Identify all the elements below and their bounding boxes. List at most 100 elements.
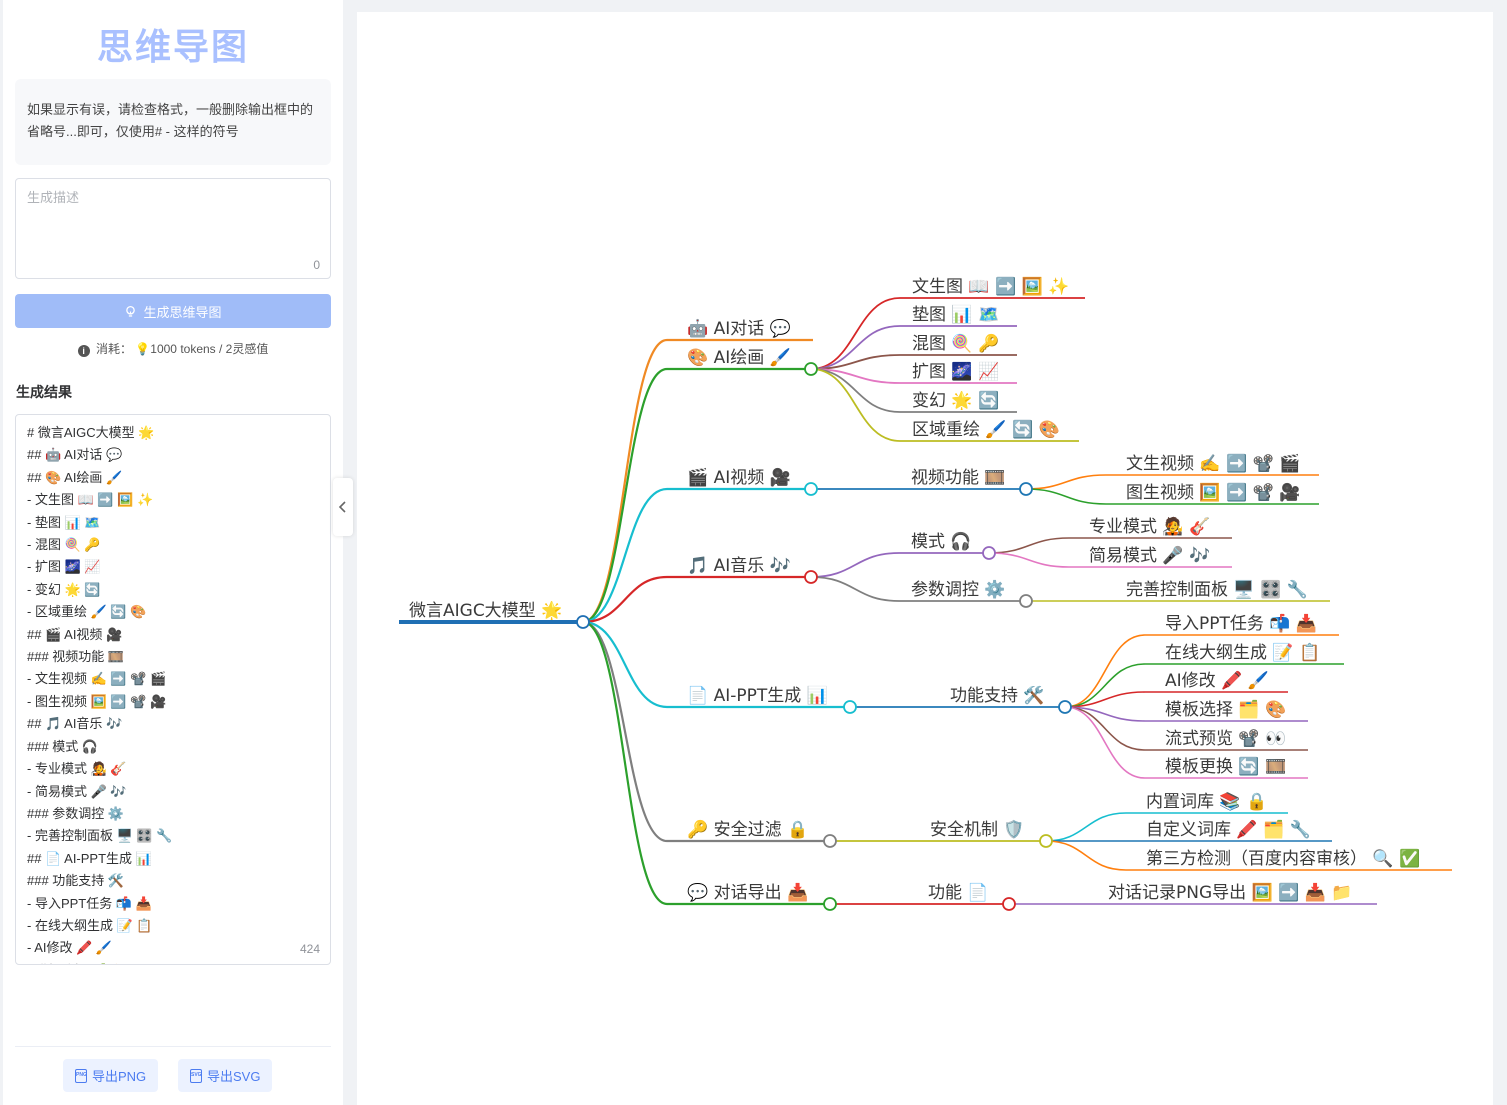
- mindmap-link: [582, 620, 668, 709]
- branch-node[interactable]: 💬 对话导出 📥: [687, 882, 808, 903]
- mindmap-link: [1064, 691, 1146, 708]
- subtopic-node[interactable]: 模式 🎧: [911, 531, 972, 552]
- result-line: - 简易模式 🎤 🎶: [27, 783, 127, 799]
- result-line: ### 功能支持 🛠️: [27, 873, 125, 889]
- branch-node[interactable]: 📄 AI-PPT生成 📊: [687, 685, 828, 706]
- expand-toggle[interactable]: [1002, 897, 1016, 911]
- branch-node[interactable]: 🔑 安全过滤 🔒: [687, 819, 808, 840]
- result-line: - 扩图 🌌 📈: [27, 559, 101, 575]
- expand-toggle[interactable]: [843, 700, 857, 714]
- leaf-node[interactable]: 完善控制面板 🖥️ 🎛️ 🔧: [1126, 579, 1308, 600]
- result-title: 生成结果: [16, 384, 72, 400]
- result-char-count: 424: [295, 942, 320, 956]
- expand-toggle[interactable]: [1039, 834, 1053, 848]
- generate-mindmap-label: 生成思维导图: [143, 304, 222, 320]
- subtopic-node[interactable]: 安全机制 🛡️: [930, 819, 1025, 840]
- leaf-node[interactable]: 简易模式 🎤 🎶: [1089, 545, 1210, 566]
- export-svg-label: 导出SVG: [207, 1069, 261, 1084]
- mindmap-link: [810, 325, 901, 370]
- png-file-icon: PNG: [75, 1068, 87, 1083]
- expand-toggle[interactable]: [1019, 482, 1033, 496]
- collapse-sidebar-button[interactable]: [333, 478, 353, 536]
- leaf-node[interactable]: 内置词库 📚 🔒: [1146, 792, 1267, 812]
- cost-info: i 消耗： 💡1000 tokens / 2灵感值: [3, 340, 343, 357]
- expand-toggle[interactable]: [804, 482, 818, 496]
- result-line: ## 🎨 AI绘画 🖌️: [27, 469, 123, 485]
- leaf-node[interactable]: 在线大纲生成 📝 📋: [1165, 642, 1320, 663]
- mindmap-link: [582, 620, 668, 906]
- leaf-node[interactable]: 第三方检测（百度内容审核） 🔍 ✅: [1146, 847, 1420, 869]
- leaf-node[interactable]: 模板更换 🔄 🎞️: [1165, 756, 1286, 777]
- branch-node[interactable]: 🤖 AI对话 💬: [687, 318, 791, 339]
- mindmap-link: [582, 487, 668, 624]
- app-title: 思维导图: [96, 27, 249, 68]
- mindmap-link: [1025, 488, 1107, 505]
- result-line: - 变幻 🌟 🔄: [27, 581, 101, 597]
- leaf-node[interactable]: AI修改 🖍️ 🖌️: [1165, 670, 1269, 691]
- root-node[interactable]: 微言AIGC大模型 🌟: [409, 600, 562, 621]
- subtopic-node[interactable]: 垫图 📊 🗺️: [912, 304, 999, 325]
- subtopic-node[interactable]: 区域重绘 🖌️ 🔄 🎨: [912, 419, 1060, 440]
- expand-toggle[interactable]: [982, 546, 996, 560]
- mindmap-link: [810, 576, 900, 602]
- leaf-node[interactable]: 流式预览 📽️ 👀: [1165, 729, 1286, 749]
- result-line: - 导入PPT任务 📬 📥: [27, 895, 152, 911]
- subtopic-node[interactable]: 扩图 🌌 📈: [912, 361, 999, 382]
- subtopic-node[interactable]: 混图 🍭 🔑: [912, 332, 999, 354]
- mindmap-link: [582, 620, 668, 843]
- subtopic-node[interactable]: 参数调控 ⚙️: [911, 579, 1006, 600]
- mindmap-link: [1064, 663, 1146, 708]
- result-line: - 区域重绘 🖌️ 🔄 🎨: [27, 604, 147, 620]
- mindmap-link: [810, 354, 901, 370]
- result-line: - 混图 🍭 🔑: [27, 537, 101, 553]
- subtopic-node[interactable]: 功能 📄: [928, 882, 989, 903]
- leaf-node[interactable]: 对话记录PNG导出 🖼️ ➡️ 📥 📁: [1108, 882, 1352, 903]
- subtopic-node[interactable]: 视频功能 🎞️: [911, 468, 1006, 488]
- mindmap-svg[interactable]: 🤖 AI对话 💬 🎨 AI绘画 🖌️ 文生图 📖 ➡️ 🖼️ ✨ 垫图 📊 🗺️ 混图 …: [357, 12, 1493, 1105]
- export-png-label: 导出PNG: [92, 1069, 147, 1084]
- generate-mindmap-button[interactable]: 生成思维导图: [15, 294, 331, 328]
- mindmap-link: [1064, 634, 1146, 708]
- leaf-node[interactable]: 专业模式 🧑‍🎤 🎸: [1089, 516, 1210, 537]
- info-icon: i: [77, 345, 90, 357]
- result-line: ### 参数调控 ⚙️: [27, 805, 125, 821]
- subtopic-node[interactable]: 功能支持 🛠️: [950, 685, 1045, 706]
- result-line: - 完善控制面板 🖥️ 🎛️ 🔧: [27, 828, 173, 844]
- expand-toggle[interactable]: [576, 615, 590, 629]
- result-output[interactable]: # 微言AIGC大模型 🌟## 🤖 AI对话 💬## 🎨 AI绘画 🖌️- 文生…: [15, 414, 331, 965]
- mindmap-link: [1025, 474, 1107, 490]
- branch-node[interactable]: 🎵 AI音乐 🎶: [687, 556, 791, 576]
- leaf-node[interactable]: 文生视频 ✍️ ➡️ 📽️ 🎬: [1126, 453, 1300, 474]
- mindmap-link: [810, 552, 900, 578]
- leaf-node[interactable]: 导入PPT任务 📬 📥: [1165, 613, 1317, 634]
- mindmap-canvas[interactable]: 🤖 AI对话 💬 🎨 AI绘画 🖌️ 文生图 📖 ➡️ 🖼️ ✨ 垫图 📊 🗺️ 混图 …: [357, 12, 1493, 1105]
- leaf-node[interactable]: 自定义词库 🖍️ 🗂️ 🔧: [1146, 819, 1311, 840]
- subtopic-node[interactable]: 文生图 📖 ➡️ 🖼️ ✨: [912, 276, 1069, 297]
- expand-toggle[interactable]: [823, 897, 837, 911]
- expand-toggle[interactable]: [1019, 594, 1033, 608]
- mindmap-link: [1064, 706, 1146, 779]
- result-line: - AI修改 🖍️ 🖌️: [27, 940, 113, 956]
- leaf-node[interactable]: 图生视频 🖼️ ➡️ 📽️ 🎥: [1126, 482, 1300, 503]
- svg-file-icon: SVG: [190, 1068, 202, 1083]
- export-svg-button[interactable]: SVG 导出SVG: [178, 1059, 273, 1092]
- branch-node[interactable]: 🎬 AI视频 🎥: [687, 467, 791, 488]
- description-input[interactable]: [16, 179, 330, 278]
- expand-toggle[interactable]: [804, 570, 818, 584]
- result-line: - 模板选择 🗂️ 🎨: [27, 960, 319, 964]
- result-line: - 在线大纲生成 📝 📋: [27, 917, 153, 933]
- mindmap-link: [810, 368, 901, 442]
- branch-node[interactable]: 🎨 AI绘画 🖌️: [687, 347, 791, 368]
- cost-label: 消耗：: [95, 342, 132, 356]
- description-char-count: 0: [313, 258, 320, 272]
- lightbulb-icon: [126, 305, 136, 317]
- expand-toggle[interactable]: [804, 362, 818, 376]
- export-png-button[interactable]: PNG 导出PNG: [63, 1059, 159, 1092]
- divider: [15, 1046, 331, 1047]
- leaf-node[interactable]: 模板选择 🗂️ 🎨: [1165, 699, 1286, 720]
- expand-toggle[interactable]: [1058, 700, 1072, 714]
- result-text: # 微言AIGC大模型 🌟## 🤖 AI对话 💬## 🎨 AI绘画 🖌️- 文生…: [16, 415, 330, 964]
- subtopic-node[interactable]: 变幻 🌟 🔄: [912, 390, 999, 411]
- result-line: ## 🤖 AI对话 💬: [27, 447, 123, 463]
- expand-toggle[interactable]: [823, 834, 837, 848]
